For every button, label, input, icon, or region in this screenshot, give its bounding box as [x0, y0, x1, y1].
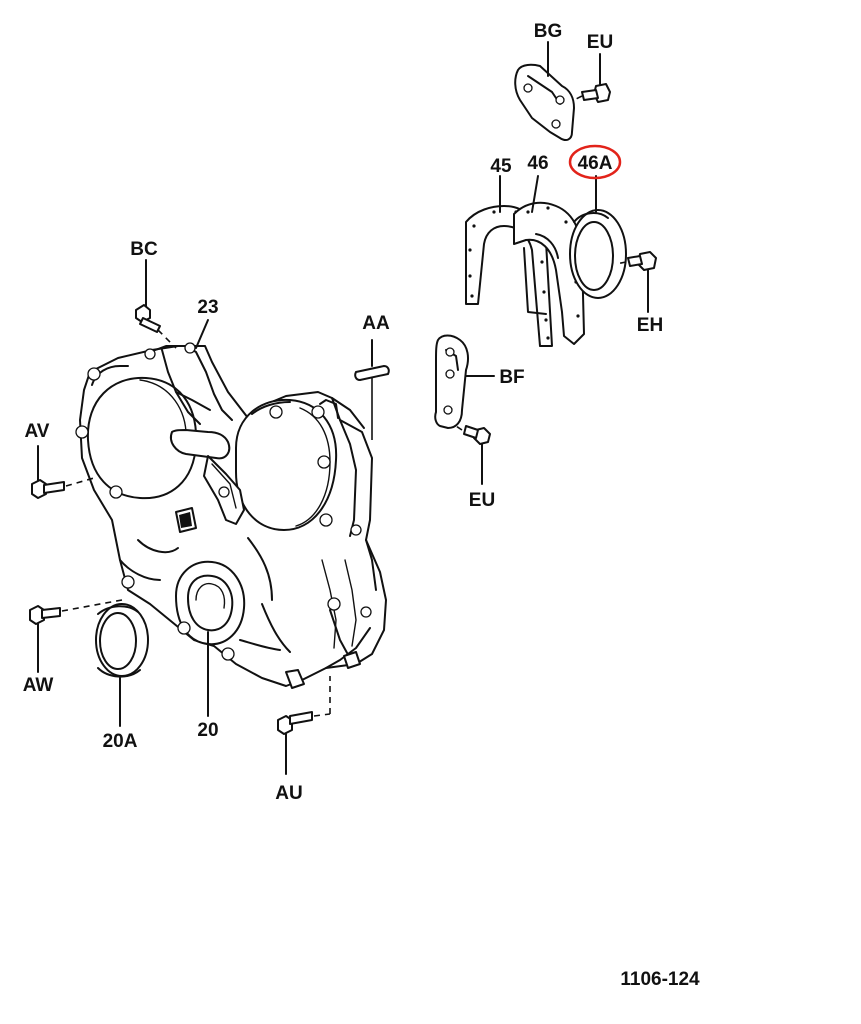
label-aw: AW [23, 675, 54, 696]
bolt-av [31, 445, 95, 499]
bracket-bf [434, 334, 495, 429]
oil-seal-46a [568, 144, 627, 299]
label-eu-top: EU [587, 32, 613, 53]
label-bg: BG [534, 21, 563, 42]
label-20: 20 [197, 720, 218, 741]
label-au: AU [275, 783, 302, 804]
bolt-au [277, 676, 331, 775]
label-bf: BF [499, 367, 524, 388]
bolt-eu-mid [455, 425, 491, 485]
label-20a: 20A [103, 731, 138, 752]
label-bc: BC [130, 239, 158, 260]
figure-number: 1106-124 [620, 969, 700, 990]
bolt-aw [29, 599, 123, 673]
label-eu-mid: EU [469, 490, 495, 511]
label-46a: 46A [578, 153, 613, 174]
oil-seal-20a [95, 603, 149, 727]
timing-cover-part-20 [75, 342, 387, 689]
bolt-eh [615, 251, 657, 313]
label-46: 46 [527, 153, 548, 174]
gasket-45 [465, 175, 553, 347]
dowel-pin-aa [354, 339, 390, 440]
leader-23 [195, 319, 209, 349]
label-aa: AA [362, 313, 390, 334]
bracket-bg [514, 41, 575, 141]
label-av: AV [25, 421, 50, 442]
highlight-ring-46a [568, 144, 622, 180]
label-eh: EH [637, 315, 663, 336]
label-45: 45 [490, 156, 512, 177]
label-23: 23 [197, 297, 218, 318]
bolt-bc [135, 259, 177, 349]
bolt-eu-top [573, 53, 611, 103]
